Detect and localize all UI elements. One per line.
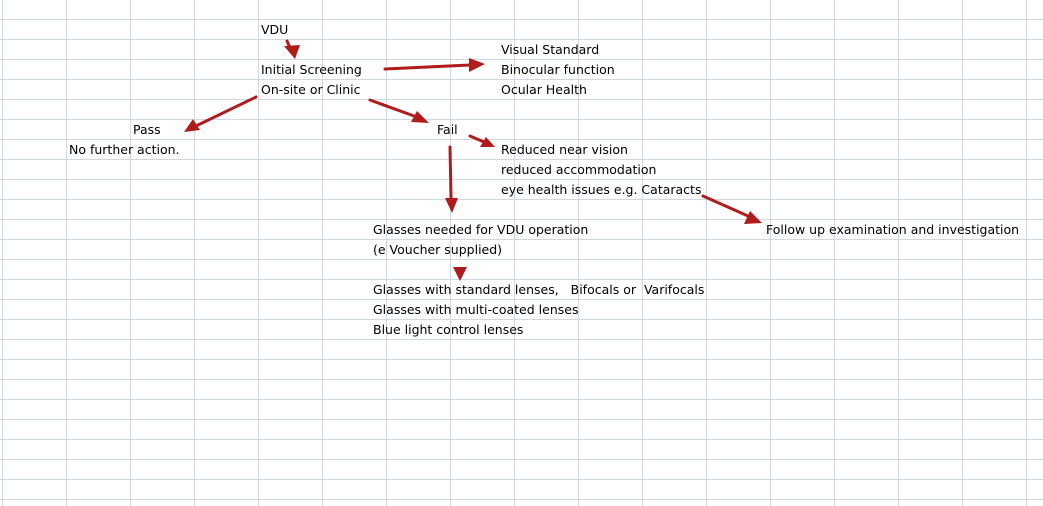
glasses-standard-label: Glasses with standard lenses, Bifocals o…: [373, 282, 705, 297]
eye-health-issues-label: eye health issues e.g. Cataracts: [501, 182, 702, 197]
arrow-fail-to-glasses: [445, 145, 458, 213]
ocular-health-label: Ocular Health: [501, 82, 587, 97]
arrow-to-follow-up: [701, 194, 762, 224]
visual-standard-label: Visual Standard: [501, 42, 600, 57]
pass-label: Pass: [133, 122, 161, 137]
vdu-label: VDU: [261, 22, 289, 37]
voucher-label: (e Voucher supplied): [373, 242, 503, 257]
arrow-to-fail: [368, 98, 429, 123]
arrow-vdu-to-screening: [284, 39, 300, 59]
glasses-needed-label: Glasses needed for VDU operation: [373, 222, 589, 237]
arrow-fail-to-reduced-vision: [468, 134, 495, 147]
glasses-multicoated-label: Glasses with multi-coated lenses: [373, 302, 579, 317]
onsite-or-clinic-label: On-site or Clinic: [261, 82, 361, 97]
binocular-function-label: Binocular function: [501, 62, 615, 77]
reduced-near-vision-label: Reduced near vision: [501, 142, 628, 157]
blue-light-label: Blue light control lenses: [373, 322, 524, 337]
reduced-accommodation-label: reduced accommodation: [501, 162, 657, 177]
initial-screening-label: Initial Screening: [261, 62, 362, 77]
follow-up-label: Follow up examination and investigation: [766, 222, 1020, 237]
arrow-screening-to-standards: [383, 58, 485, 72]
no-further-action-label: No further action.: [69, 142, 180, 157]
fail-label: Fail: [437, 122, 458, 137]
arrow-to-pass: [184, 95, 258, 132]
arrow-voucher-to-lens-options: [453, 267, 467, 281]
